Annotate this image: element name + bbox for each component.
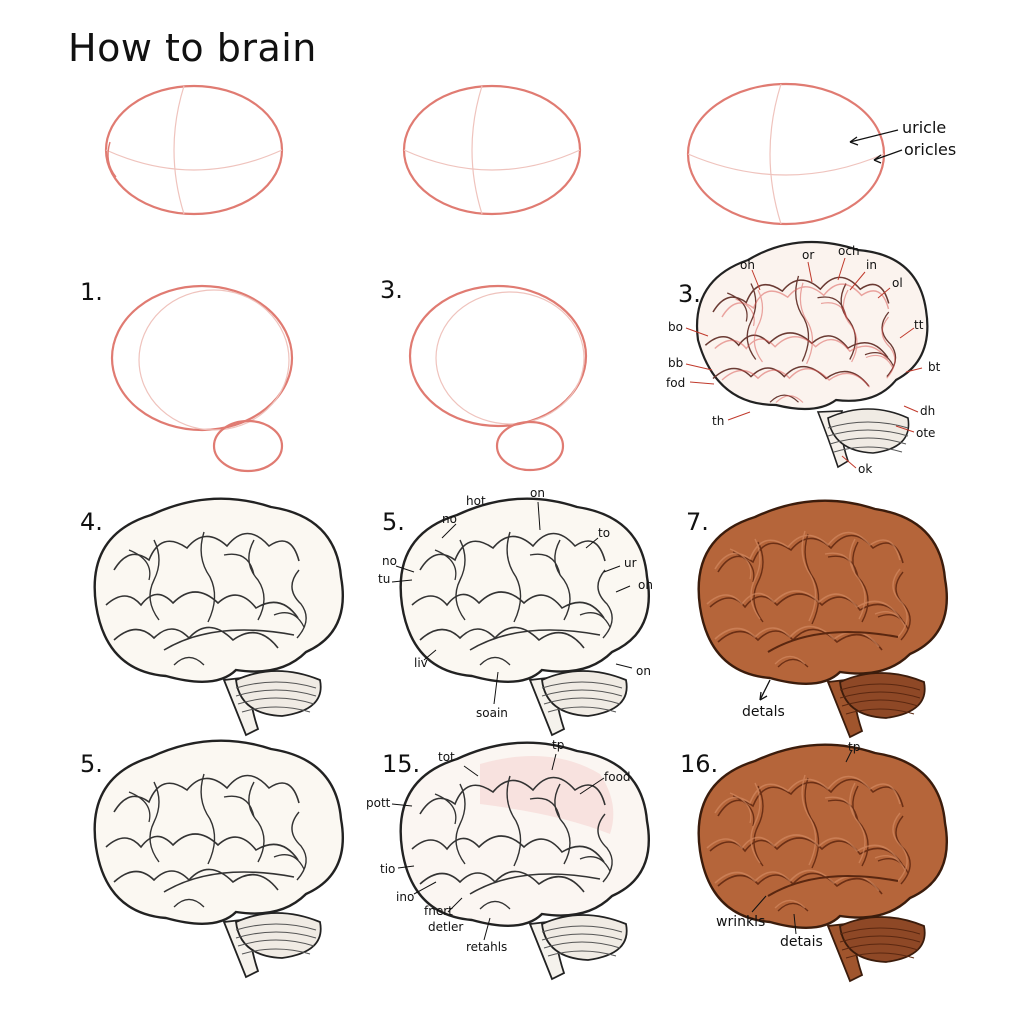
annotation-label: bo <box>668 320 683 334</box>
annotation-label: tot <box>438 750 455 764</box>
annotation-label: uricle <box>902 118 947 137</box>
panel-11-brain-shaded <box>399 741 650 981</box>
annotation-label: bt <box>928 360 941 374</box>
panel-8-label-leaders <box>391 501 633 705</box>
panel-6-brain-sketch <box>695 240 929 469</box>
panel-12-brain-brown <box>697 743 948 983</box>
annotation-label: oh <box>740 258 755 272</box>
panel-2-guide-oval <box>402 84 582 216</box>
annotation-label: food <box>604 770 631 784</box>
step-number: 5. <box>80 750 103 778</box>
annotation-label: on <box>530 486 545 500</box>
annotation-label: detler <box>428 920 464 934</box>
panel-3-guide-oval <box>686 82 886 226</box>
annotation-label: ok <box>858 462 873 476</box>
panel-8-brain-labeled <box>399 497 650 737</box>
annotation-label: on <box>636 664 651 678</box>
annotation-label: ino <box>396 890 415 904</box>
panel-3-arrows <box>849 129 903 164</box>
annotation-label: soain <box>476 706 508 720</box>
annotation-label: to <box>598 526 611 540</box>
step-number: 7. <box>686 508 709 536</box>
annotation-label: dh <box>920 404 936 418</box>
annotation-label: retahls <box>466 940 508 954</box>
annotation-label: pott <box>366 796 391 810</box>
step-number: 15. <box>382 750 421 778</box>
annotation-label: hot <box>466 494 486 508</box>
panel-1-guide-oval <box>104 84 284 216</box>
step-number: 16. <box>680 750 719 778</box>
step-number: 5. <box>382 508 405 536</box>
panel-4-guide-circles <box>110 284 294 473</box>
panel-5-guide-circles <box>408 284 588 472</box>
panel-12-label-leaders <box>751 749 853 935</box>
panel-7-brain-outline <box>93 497 344 737</box>
panel-9-arrow <box>759 679 771 701</box>
annotation-label: detals <box>742 704 785 720</box>
annotation-label: fnert <box>424 904 453 918</box>
annotation-label: no <box>442 512 457 526</box>
panel-10-brain-outline <box>93 739 344 979</box>
annotation-label: tt <box>914 318 924 332</box>
annotation-label: fod <box>666 376 686 390</box>
annotation-label: ote <box>916 426 936 440</box>
step-number: 3. <box>678 280 701 308</box>
panel-9-brain-brown <box>697 499 948 739</box>
step-number: 3. <box>380 276 403 304</box>
step-number: 1. <box>80 278 103 306</box>
annotation-label: no <box>382 554 397 568</box>
annotation-label: or <box>802 248 815 262</box>
annotation-label: in <box>866 258 877 272</box>
annotation-label: oh <box>638 578 653 592</box>
panel-11-label-leaders <box>391 753 605 941</box>
annotation-label: liv <box>414 656 428 670</box>
annotation-label: detais <box>780 934 823 950</box>
annotation-label: wrinkls <box>716 914 766 930</box>
annotation-label: tio <box>380 862 396 876</box>
page-title: How to brain <box>68 26 317 70</box>
annotation-label: tp <box>552 738 565 752</box>
annotation-label: ur <box>624 556 637 570</box>
panel-6-label-leaders <box>685 257 923 469</box>
annotation-label: tu <box>378 572 391 586</box>
annotation-label: och <box>838 244 860 258</box>
annotation-label: ol <box>892 276 903 290</box>
annotation-label: tp <box>848 740 861 754</box>
annotation-label: oricles <box>904 140 957 159</box>
annotation-label: bb <box>668 356 684 370</box>
annotation-label: th <box>712 414 725 428</box>
step-number: 4. <box>80 508 103 536</box>
